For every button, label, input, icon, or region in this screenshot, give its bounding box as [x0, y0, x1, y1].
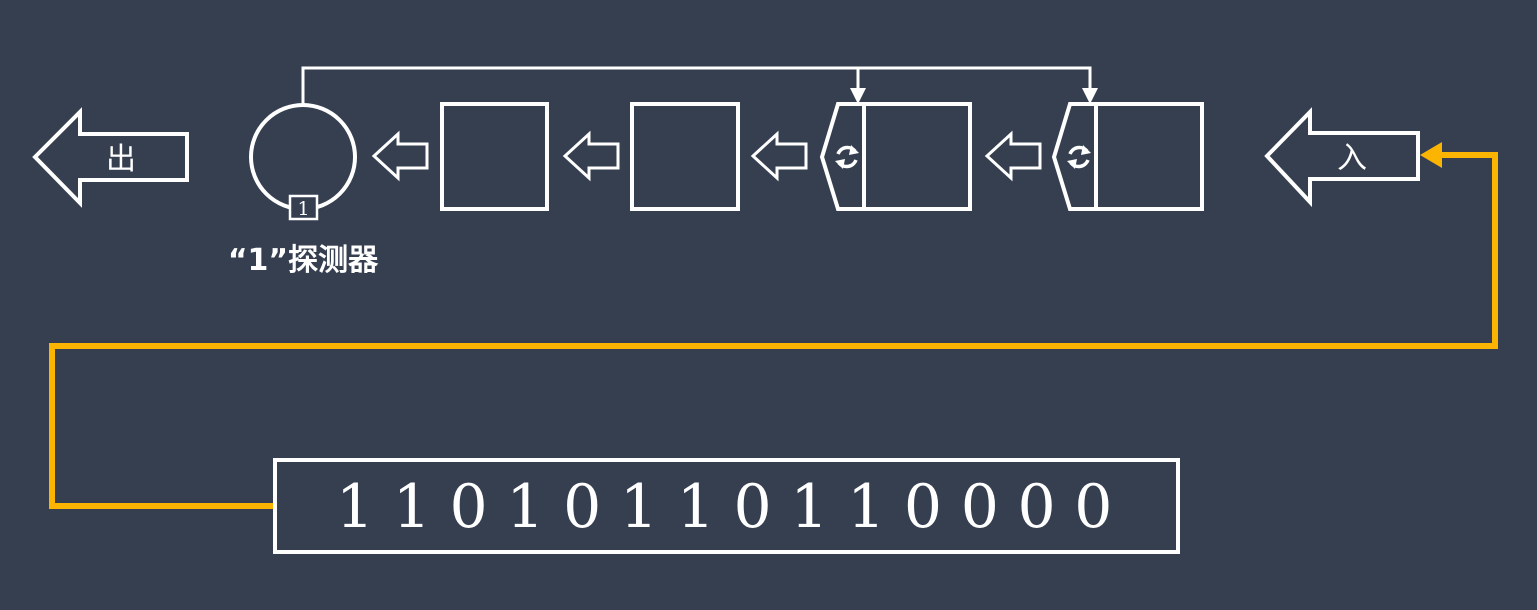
sequence-bit: 1: [677, 472, 715, 542]
sequence-bit: 1: [336, 472, 374, 542]
input-arrow-label: 入: [1337, 141, 1367, 176]
sequence-bit: 1: [847, 472, 885, 542]
sequence-bit: 0: [1018, 472, 1056, 542]
shift-arrow-2: [562, 130, 620, 182]
refresh-cycle-icon: [1067, 145, 1091, 169]
one-detector: 1: [249, 103, 357, 221]
input-feed-arrowhead: [1420, 142, 1442, 168]
output-arrow: 出: [32, 107, 189, 208]
tap-arrowhead-2: [1082, 88, 1098, 104]
sequence-bit: 0: [450, 472, 488, 542]
output-arrow-label: 出: [106, 142, 136, 177]
sequence-bit: 1: [506, 472, 544, 542]
sequence-bit: 0: [1074, 472, 1112, 542]
sequence-bit: 1: [393, 472, 431, 542]
shift-arrows: [371, 130, 1042, 182]
detector-badge: 1: [297, 198, 309, 220]
refresh-cycle-icon: [835, 145, 859, 169]
register-stage-3-with-tap: [819, 102, 972, 211]
feedback-lines: [301, 66, 1092, 104]
tap-arrowhead-1: [850, 88, 866, 104]
detector-caption: “1”探测器: [228, 243, 379, 278]
sequence-bit: 1: [620, 472, 658, 542]
input-feed-line: [49, 152, 1498, 509]
sequence-bit: 0: [734, 472, 772, 542]
shift-arrow-1: [371, 130, 429, 182]
register-stage-1: [440, 102, 549, 211]
sequence-bit: 0: [961, 472, 999, 542]
input-arrow: 入: [1264, 107, 1420, 208]
shift-arrow-4: [984, 130, 1042, 182]
shift-arrow-3: [750, 130, 808, 182]
xor-tap-2: [1051, 102, 1098, 211]
register-stage-2: [630, 102, 740, 211]
xor-tap-1: [819, 102, 866, 211]
sequence-bit: 0: [904, 472, 942, 542]
sequence-bit: 1: [790, 472, 828, 542]
register-stage-4-with-tap: [1051, 102, 1204, 211]
sequence-bit: 0: [563, 472, 601, 542]
